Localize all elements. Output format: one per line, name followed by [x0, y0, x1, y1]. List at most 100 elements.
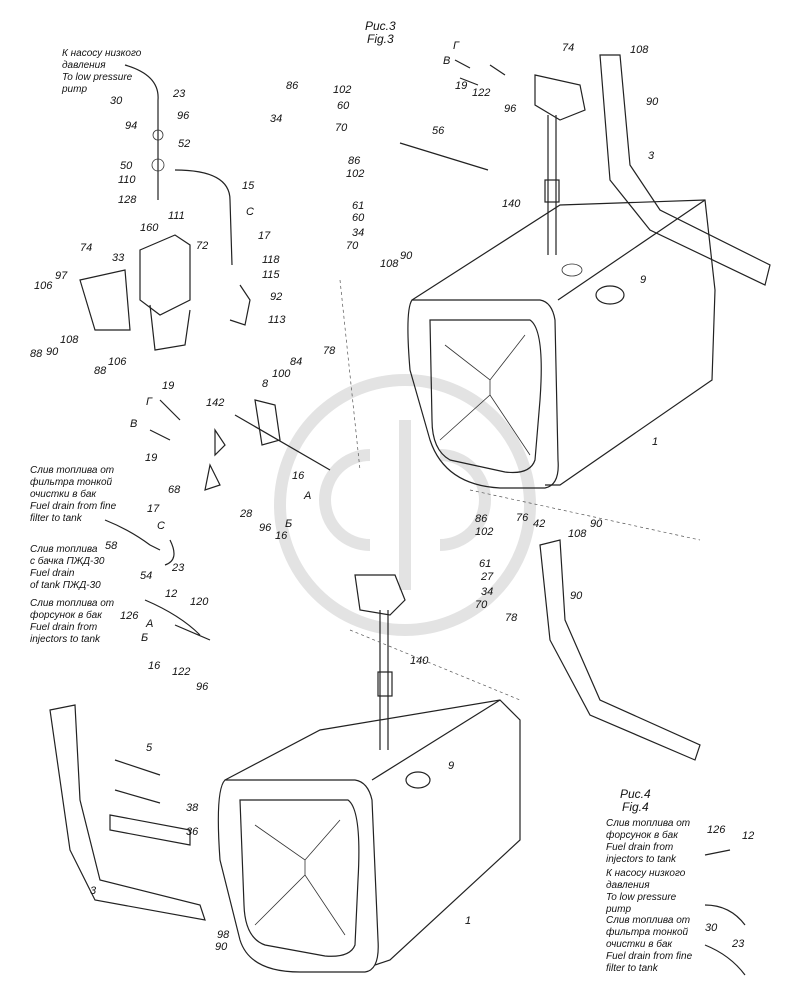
callout: 90 [570, 590, 583, 602]
callout: 9 [448, 760, 455, 772]
callout: 110 [118, 174, 136, 186]
callout: Г [453, 40, 459, 52]
callout: 68 [168, 484, 181, 496]
callout: 90 [400, 250, 413, 262]
callout: 118 [262, 254, 280, 266]
callout: 84 [290, 356, 303, 368]
callout: 96 [177, 110, 190, 122]
caption-line: injectors to tank [606, 854, 677, 865]
callout: 50 [120, 160, 133, 172]
callout: 78 [323, 345, 336, 357]
callout: 42 [533, 518, 546, 530]
callout: В [130, 418, 138, 430]
callout: 100 [272, 368, 291, 380]
strap-56 [399, 142, 489, 171]
caption-line: filter to tank [606, 963, 658, 974]
caption-injectors-drain: Слив топлива от форсунок в бак Fuel drai… [30, 598, 114, 646]
upper-tank-bracket [339, 54, 771, 541]
callout: 30 [110, 95, 123, 107]
callout: 61 [479, 558, 492, 570]
callout: 106 [34, 280, 53, 292]
callout: В [443, 55, 451, 67]
callout: 102 [475, 526, 494, 538]
callout: 102 [333, 84, 352, 96]
callout: 126 [707, 824, 726, 836]
callout: 90 [590, 518, 603, 530]
callout: 17 [258, 230, 271, 242]
callout: 140 [410, 655, 429, 667]
callout: 70 [335, 122, 348, 134]
callout: 86 [348, 155, 361, 167]
fig3-title-en: Fig.3 [367, 32, 394, 46]
callout: 96 [196, 681, 209, 693]
lower-tank-bracket [49, 704, 206, 921]
callout: 108 [568, 528, 587, 540]
caption-line: Fuel drain [30, 568, 75, 579]
upper-fuel-tank [407, 199, 716, 489]
callout: 128 [118, 194, 137, 206]
callout: 8 [262, 378, 269, 390]
caption-line: Fuel drain from [606, 842, 674, 853]
caption-line: To low pressure [62, 72, 133, 83]
caption-line: форсунок в бак [606, 830, 678, 841]
callout: 3 [648, 150, 655, 162]
caption-line: форсунок в бак [30, 610, 102, 621]
fig4-lines [704, 849, 746, 976]
caption-line: To low pressure [606, 892, 677, 903]
callout: 72 [196, 240, 209, 252]
caption-line: очистки в бак [30, 489, 97, 500]
callout: 88 [94, 365, 107, 377]
caption-fig4-injectors: Слив топлива от форсунок в бак Fuel drai… [606, 818, 690, 866]
fig4-title: Рис.4 Fig.4 [620, 788, 651, 814]
fig3-title: Рис.3 Fig.3 [365, 20, 396, 46]
callout: 17 [147, 503, 160, 515]
callout: 15 [242, 180, 255, 192]
caption-line: с бачка ПЖД-30 [30, 556, 105, 567]
callout: 1 [652, 436, 659, 448]
caption-line: Слив топлива от [30, 598, 115, 609]
fig4-title-en: Fig.4 [622, 800, 649, 814]
lower-fuel-tank [217, 699, 521, 973]
callout: 19 [145, 452, 158, 464]
middle-bracket-and-lines [104, 399, 331, 641]
callout: 23 [172, 562, 185, 574]
callout: 9 [640, 274, 647, 286]
caption-line: filter to tank [30, 513, 82, 524]
callout: А [304, 490, 312, 502]
callout: 74 [562, 42, 575, 54]
callout: 142 [206, 397, 225, 409]
caption-line: Слив топлива [30, 544, 98, 555]
callout: 88 [30, 348, 43, 360]
callout: 96 [259, 522, 272, 534]
callout: 111 [168, 210, 185, 222]
fig4-title-ru: Рис.4 [620, 787, 651, 801]
callout: 23 [173, 88, 186, 100]
callout: 28 [240, 508, 253, 520]
callout: Г [146, 396, 152, 408]
fuel-filter-assembly [79, 64, 251, 351]
callout: 60 [337, 100, 350, 112]
callout: 98 [217, 929, 230, 941]
callout: 86 [475, 513, 488, 525]
callout: 70 [346, 240, 359, 252]
callout: 108 [380, 258, 399, 270]
caption-fig4-fine-filter: Слив топлива от фильтра тонкой очистки в… [606, 915, 692, 975]
upper-fuel-sensor [454, 59, 586, 255]
callout: 113 [268, 314, 286, 326]
callout: 16 [275, 530, 288, 542]
callout: 33 [112, 252, 125, 264]
callout: 58 [105, 540, 118, 552]
callout: 16 [292, 470, 305, 482]
caption-pzhd-drain: Слив топлива с бачка ПЖД-30 Fuel drain o… [30, 544, 104, 592]
callout: 52 [178, 138, 191, 150]
callout: 34 [352, 227, 365, 239]
callout: 86 [286, 80, 299, 92]
callout: 38 [186, 802, 199, 814]
callout: 90 [46, 346, 59, 358]
caption-line: давления [62, 60, 106, 71]
callout: 54 [140, 570, 153, 582]
middle-tank-bracket [349, 539, 701, 761]
callout: 122 [172, 666, 191, 678]
